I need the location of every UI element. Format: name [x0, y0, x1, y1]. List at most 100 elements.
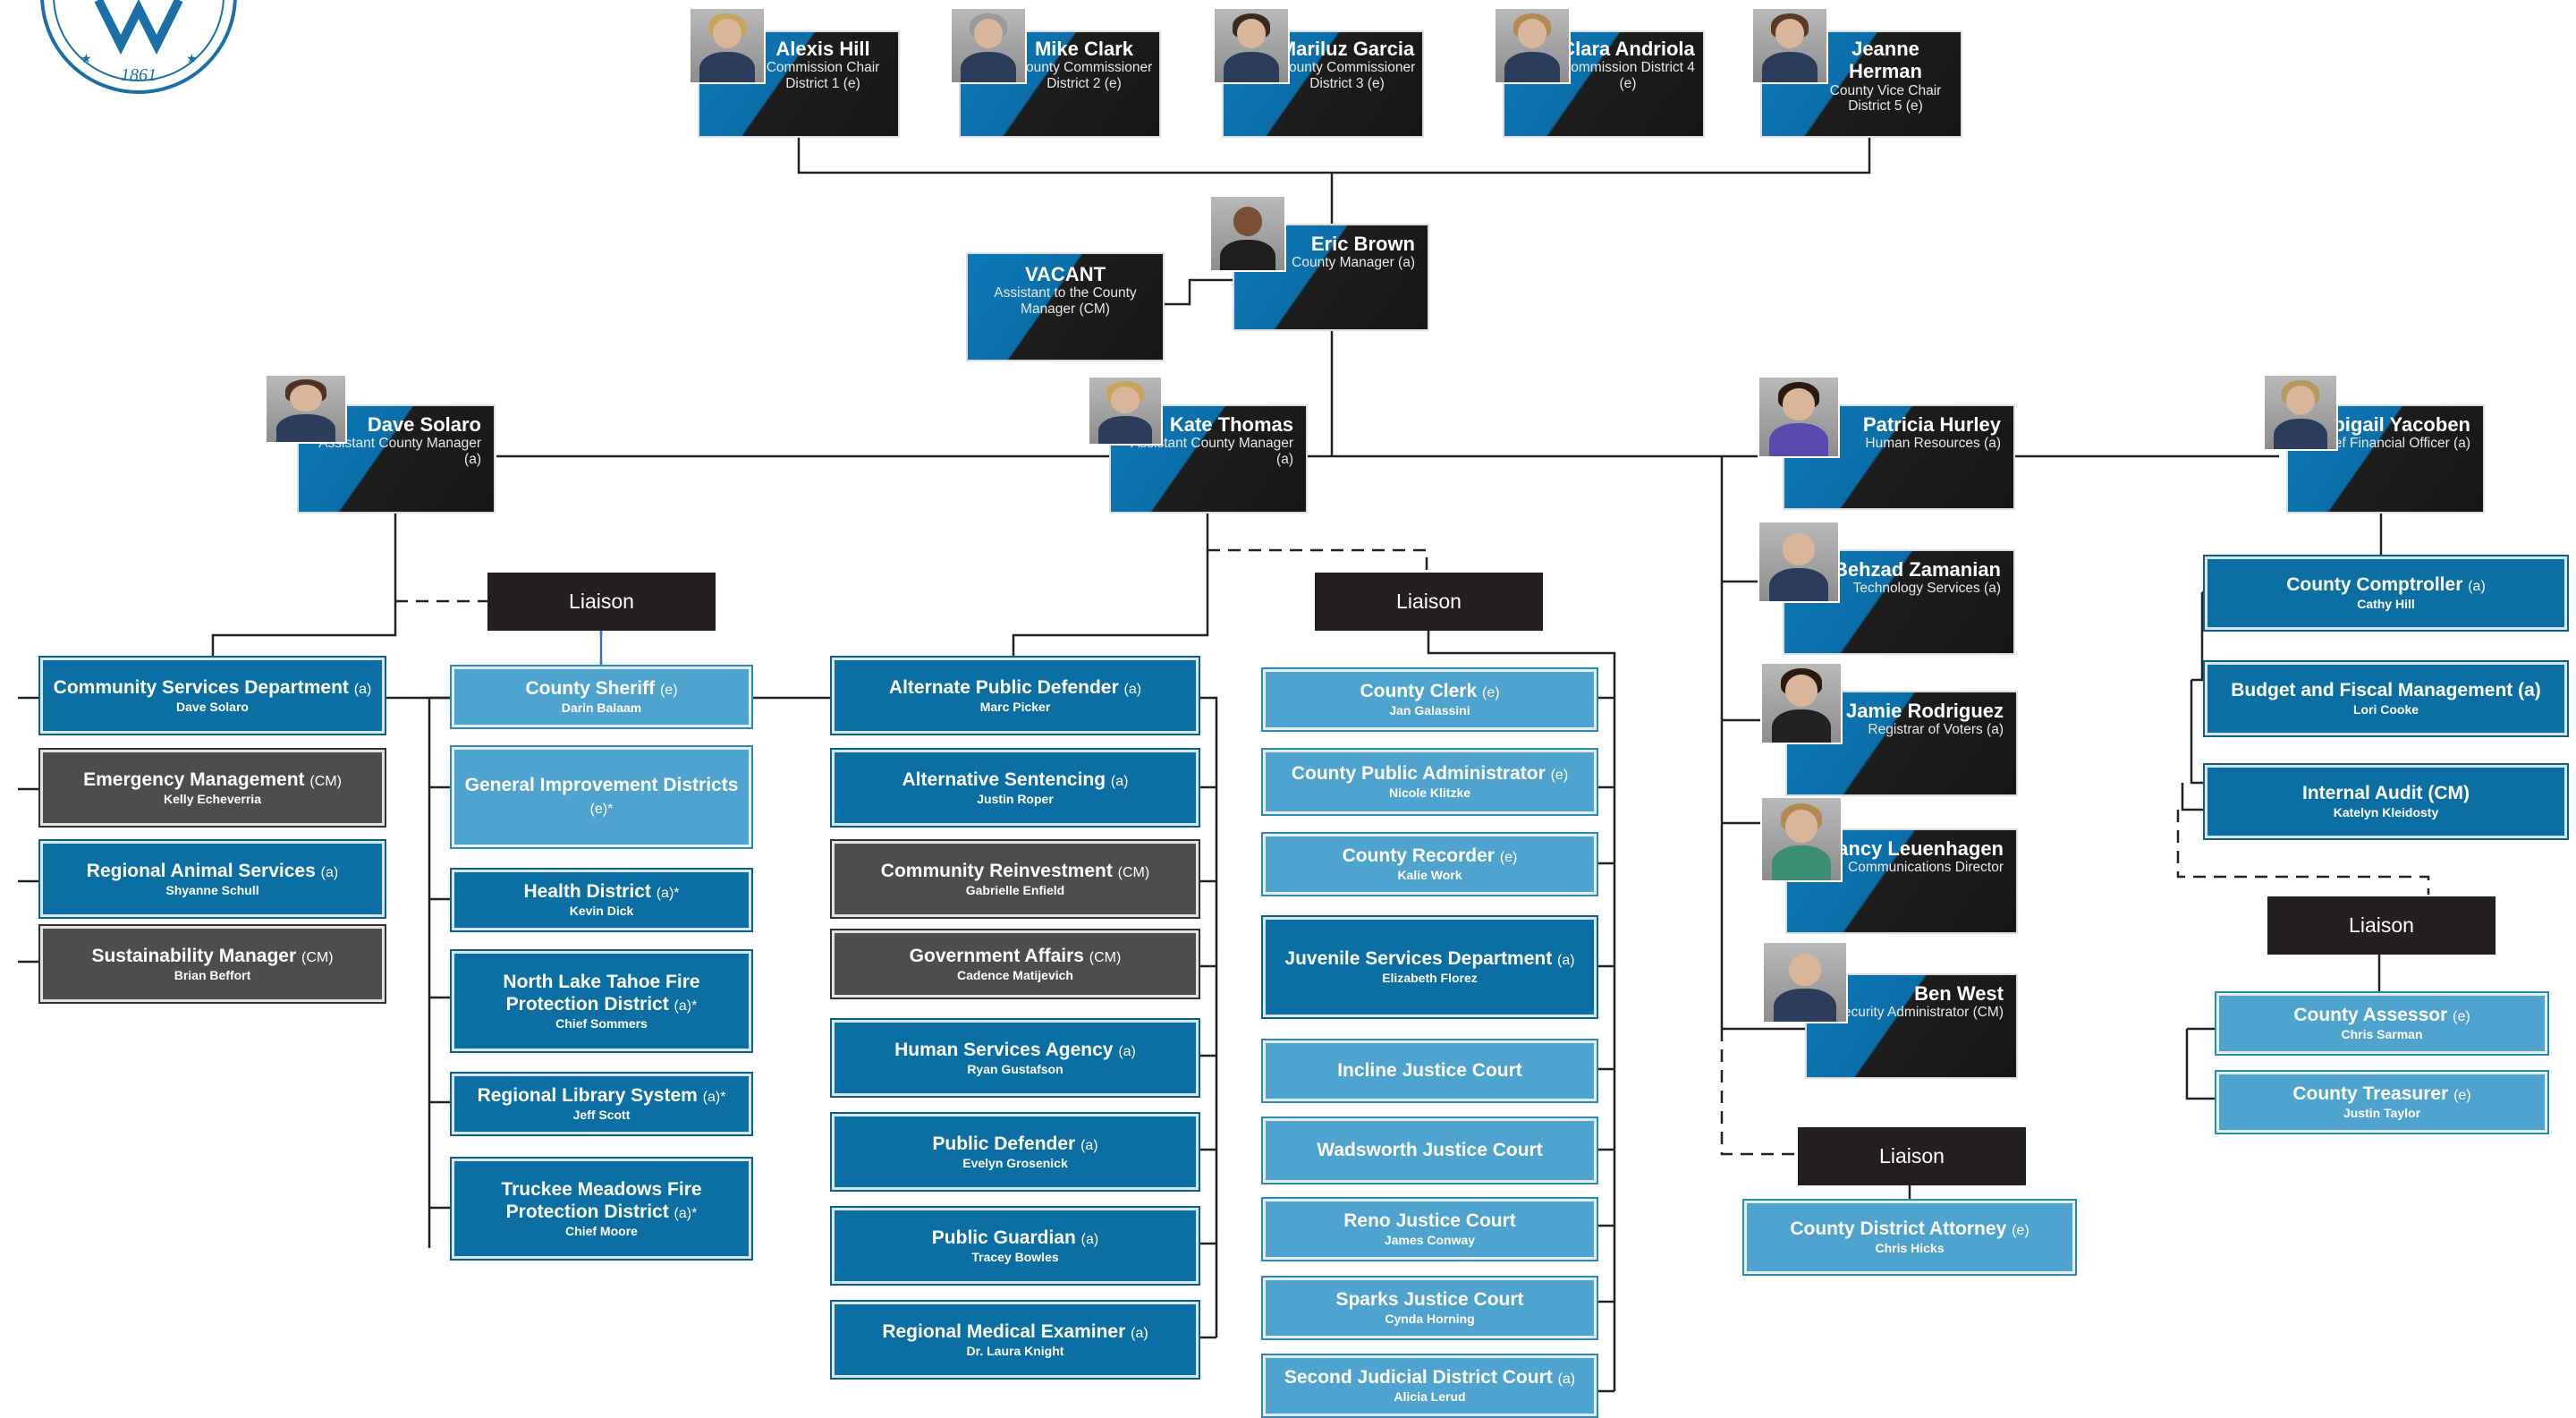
director-title: Security Administrator (CM): [1834, 1005, 2004, 1021]
cfo-title: Chief Financial Officer (a): [2313, 436, 2470, 452]
liaison-header: Liaison: [1798, 1127, 2026, 1185]
liaison-box[interactable]: Second Judicial District Court (a)Alicia…: [1261, 1354, 1598, 1418]
director-name: Nancy Leuenhagen: [1823, 837, 2004, 860]
manager-title: County Manager (a): [1292, 255, 1415, 271]
director-photo: [1758, 521, 1840, 603]
liaison-box[interactable]: County Sheriff (e)Darin Balaam: [450, 665, 753, 729]
liaison-box[interactable]: County Treasurer (e)Justin Taylor: [2215, 1070, 2549, 1134]
dept-box[interactable]: Regional Animal Services (a)Shyanne Schu…: [38, 839, 386, 919]
liaison-box[interactable]: County Clerk (e)Jan Galassini: [1261, 667, 1598, 732]
liaison-box[interactable]: County Public Administrator (e)Nicole Kl…: [1261, 748, 1598, 816]
commissioner-title: Commission District 4 (e): [1561, 60, 1695, 92]
director-name: Patricia Hurley: [1862, 413, 2001, 436]
director-title: Human Resources (a): [1865, 436, 2001, 452]
assistant-manager-card[interactable]: Kate Thomas Assistant County Manager (a): [1088, 376, 1308, 514]
dept-box[interactable]: Regional Medical Examiner (a)Dr. Laura K…: [830, 1300, 1200, 1380]
commissioner-card[interactable]: Mariluz Garcia County Commissioner Distr…: [1213, 7, 1424, 138]
dept-box[interactable]: Alternate Public Defender (a)Marc Picker: [830, 656, 1200, 735]
commissioner-title: County Commissioner District 2 (e): [1015, 60, 1153, 92]
commissioner-title: County Commissioner District 3 (e): [1278, 60, 1416, 92]
dept-box[interactable]: Alternative Sentencing (a)Justin Roper: [830, 748, 1200, 828]
county-manager-card[interactable]: Eric Brown County Manager (a): [1209, 195, 1429, 331]
director-card[interactable]: Patricia Hurley Human Resources (a): [1758, 376, 2015, 510]
dept-box[interactable]: Sustainability Manager (CM)Brian Beffort: [38, 924, 386, 1004]
liaison-box[interactable]: County Assessor (e)Chris Sarman: [2215, 991, 2549, 1056]
liaison-box[interactable]: Health District (a)*Kevin Dick: [450, 868, 753, 932]
director-card[interactable]: Nancy Leuenhagen Communications Director: [1760, 796, 2018, 934]
commissioner-photo: [689, 7, 766, 84]
assistant-manager-card[interactable]: Dave Solaro Assistant County Manager (a): [265, 374, 496, 514]
director-title: Technology Services (a): [1852, 581, 2001, 597]
dept-box[interactable]: Government Affairs (CM)Cadence Matijevic…: [830, 929, 1200, 999]
commissioner-card[interactable]: Clara Andriola Commission District 4 (e): [1494, 7, 1705, 138]
commissioner-photo: [1213, 7, 1290, 84]
cfo-card[interactable]: Abigail Yacoben Chief Financial Officer …: [2263, 374, 2485, 514]
assistant-name: Kate Thomas: [1169, 413, 1293, 436]
director-title: Communications Director: [1848, 860, 2004, 876]
commissioner-card[interactable]: Jeanne Herman County Vice Chair District…: [1751, 7, 1962, 138]
assistant-photo: [265, 374, 347, 444]
vacant-title: Assistant to the County Manager (CM): [994, 285, 1137, 318]
liaison-box[interactable]: Wadsworth Justice Court: [1261, 1117, 1598, 1184]
liaison-box[interactable]: Truckee Meadows Fire Protection District…: [450, 1157, 753, 1261]
liaison-box[interactable]: North Lake Tahoe Fire Protection Distric…: [450, 949, 753, 1053]
assistant-name: Dave Solaro: [367, 413, 481, 436]
commissioner-name: Jeanne Herman: [1849, 38, 1922, 83]
commissioner-name: Mariluz Garcia: [1279, 38, 1415, 60]
commissioner-photo: [950, 7, 1027, 84]
vacant-assistant-card[interactable]: VACANT Assistant to the County Manager (…: [966, 252, 1165, 361]
manager-photo: [1209, 195, 1286, 272]
logo-year: 1861: [121, 65, 157, 85]
dept-box[interactable]: Emergency Management (CM)Kelly Echeverri…: [38, 748, 386, 828]
commissioner-name: Clara Andriola: [1561, 38, 1695, 60]
assistant-photo: [1088, 376, 1163, 446]
director-photo: [1760, 662, 1843, 744]
liaison-box[interactable]: Regional Library System (a)*Jeff Scott: [450, 1072, 753, 1136]
svg-text:★: ★: [80, 51, 92, 65]
liaison-box[interactable]: County District Attorney (e)Chris Hicks: [1742, 1199, 2077, 1276]
liaison-header: Liaison: [1315, 573, 1543, 631]
director-card[interactable]: Behzad Zamanian Technology Services (a): [1758, 521, 2015, 655]
commissioner-card[interactable]: Mike Clark County Commissioner District …: [950, 7, 1161, 138]
commissioner-name: Alexis Hill: [775, 38, 870, 60]
dept-box[interactable]: Public Guardian (a)Tracey Bowles: [830, 1206, 1200, 1286]
dept-box[interactable]: County Comptroller (a)Cathy Hill: [2203, 555, 2569, 632]
director-card[interactable]: Jamie Rodriguez Registrar of Voters (a): [1760, 662, 2018, 796]
assistant-title: Assistant County Manager (a): [318, 436, 481, 468]
dept-box[interactable]: Human Services Agency (a)Ryan Gustafson: [830, 1018, 1200, 1098]
director-card[interactable]: Ben West Security Administrator (CM): [1762, 941, 2018, 1079]
vacant-name: VACANT: [1024, 263, 1106, 285]
dept-box[interactable]: Internal Audit (CM)Katelyn Kleidosty: [2203, 763, 2569, 840]
assistant-title: Assistant County Manager (a): [1131, 436, 1293, 468]
svg-text:★: ★: [186, 51, 198, 65]
commissioner-photo: [1751, 7, 1828, 84]
director-name: Ben West: [1914, 982, 2004, 1005]
director-photo: [1758, 376, 1840, 458]
commissioner-name: Mike Clark: [1034, 38, 1134, 60]
liaison-box[interactable]: Juvenile Services Department (a)Elizabet…: [1261, 915, 1598, 1019]
liaison-box[interactable]: Incline Justice Court: [1261, 1039, 1598, 1103]
liaison-box[interactable]: County Recorder (e)Kalie Work: [1261, 832, 1598, 896]
director-name: Behzad Zamanian: [1833, 558, 2001, 581]
dept-box[interactable]: Community Services Department (a)Dave So…: [38, 656, 386, 735]
dept-box[interactable]: Community Reinvestment (CM)Gabrielle Enf…: [830, 839, 1200, 919]
cfo-name: Abigail Yacoben: [2318, 413, 2470, 436]
liaison-header: Liaison: [487, 573, 716, 631]
liaison-header: Liaison: [2267, 896, 2496, 955]
dept-box[interactable]: Public Defender (a)Evelyn Grosenick: [830, 1112, 1200, 1192]
director-title: Registrar of Voters (a): [1868, 722, 2004, 738]
commissioner-photo: [1494, 7, 1571, 84]
commissioner-title: Commission Chair District 1 (e): [766, 60, 880, 92]
commissioner-title: County Vice Chair District 5 (e): [1829, 82, 1942, 115]
cfo-photo: [2263, 374, 2338, 451]
director-photo: [1760, 796, 1843, 882]
manager-name: Eric Brown: [1310, 233, 1415, 255]
dept-box[interactable]: Budget and Fiscal Management (a)Lori Coo…: [2203, 660, 2569, 737]
director-photo: [1762, 941, 1848, 1023]
commissioner-card[interactable]: Alexis Hill Commission Chair District 1 …: [689, 7, 900, 138]
county-seal-logo: ★ ★ 1861: [40, 0, 237, 94]
liaison-box[interactable]: General Improvement Districts (e)*: [450, 745, 753, 849]
director-name: Jamie Rodriguez: [1845, 700, 2004, 722]
